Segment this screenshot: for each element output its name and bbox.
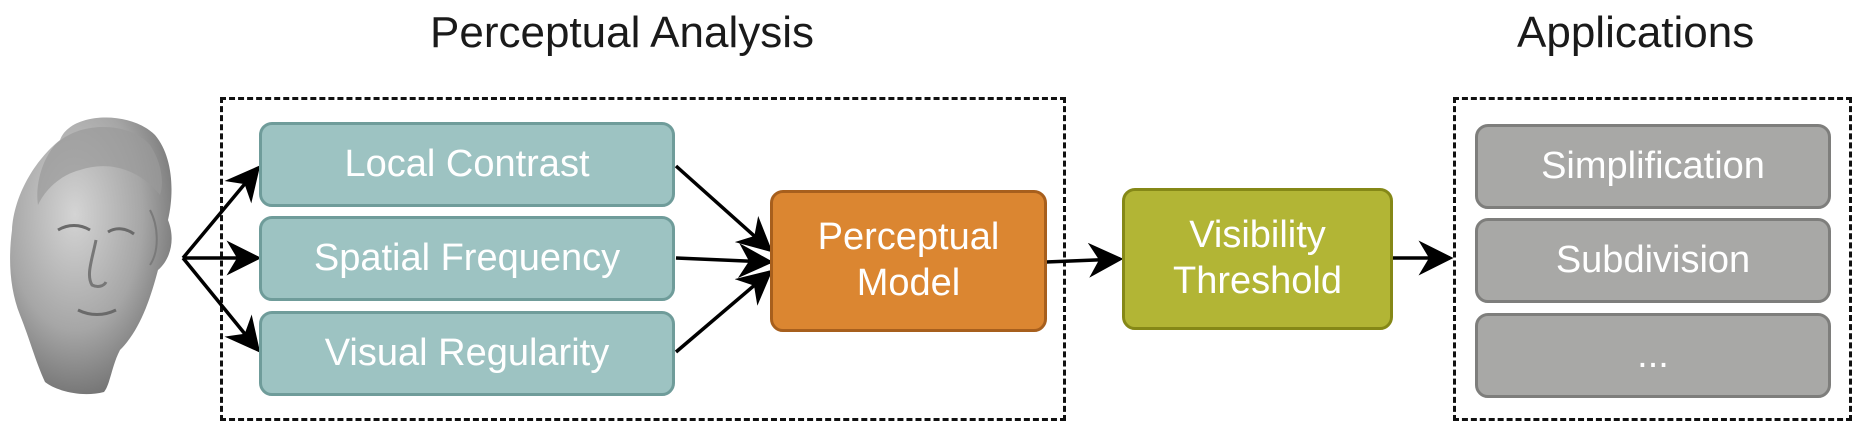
arrow-input-to-local-contrast: [181, 165, 261, 260]
subdivision-box: Subdivision: [1475, 218, 1831, 303]
spatial-frequency-box: Spatial Frequency: [259, 216, 675, 301]
perceptual-analysis-title: Perceptual Analysis: [430, 8, 814, 57]
arrow-model-to-threshold: [1045, 242, 1124, 278]
arrow-spatial-frequency-to-model: [675, 243, 774, 279]
applications-title: Applications: [1517, 8, 1755, 57]
ellipsis-box: ...: [1475, 313, 1831, 398]
perceptual-model-label-line1: Perceptual: [817, 216, 1000, 259]
visibility-threshold-label-line2: Threshold: [1173, 260, 1342, 302]
perceptual-model-label-line2: Model: [856, 262, 961, 304]
arrow-visual-regularity-to-model: [674, 269, 773, 354]
subdivision-label: Subdivision: [1555, 238, 1751, 281]
simplification-box: Simplification: [1475, 124, 1831, 209]
3d-head-mesh-icon: [10, 117, 172, 395]
arrow-local-contrast-to-model: [674, 164, 773, 253]
visual-regularity-box: Visual Regularity: [259, 311, 675, 396]
local-contrast-label: Local Contrast: [344, 142, 590, 185]
visibility-threshold-label-line1: Visibility: [1189, 214, 1326, 257]
local-contrast-box: Local Contrast: [259, 122, 675, 207]
perceptual-model-box: Perceptual Model: [770, 190, 1047, 332]
visibility-threshold-box: Visibility Threshold: [1122, 188, 1393, 330]
applications-group: [1453, 97, 1852, 421]
visual-regularity-label: Visual Regularity: [324, 331, 610, 374]
simplification-label: Simplification: [1541, 144, 1765, 187]
spatial-frequency-label: Spatial Frequency: [313, 236, 621, 279]
ellipsis-label: ...: [1637, 333, 1669, 376]
arrow-input-to-visual-regularity: [181, 256, 261, 353]
